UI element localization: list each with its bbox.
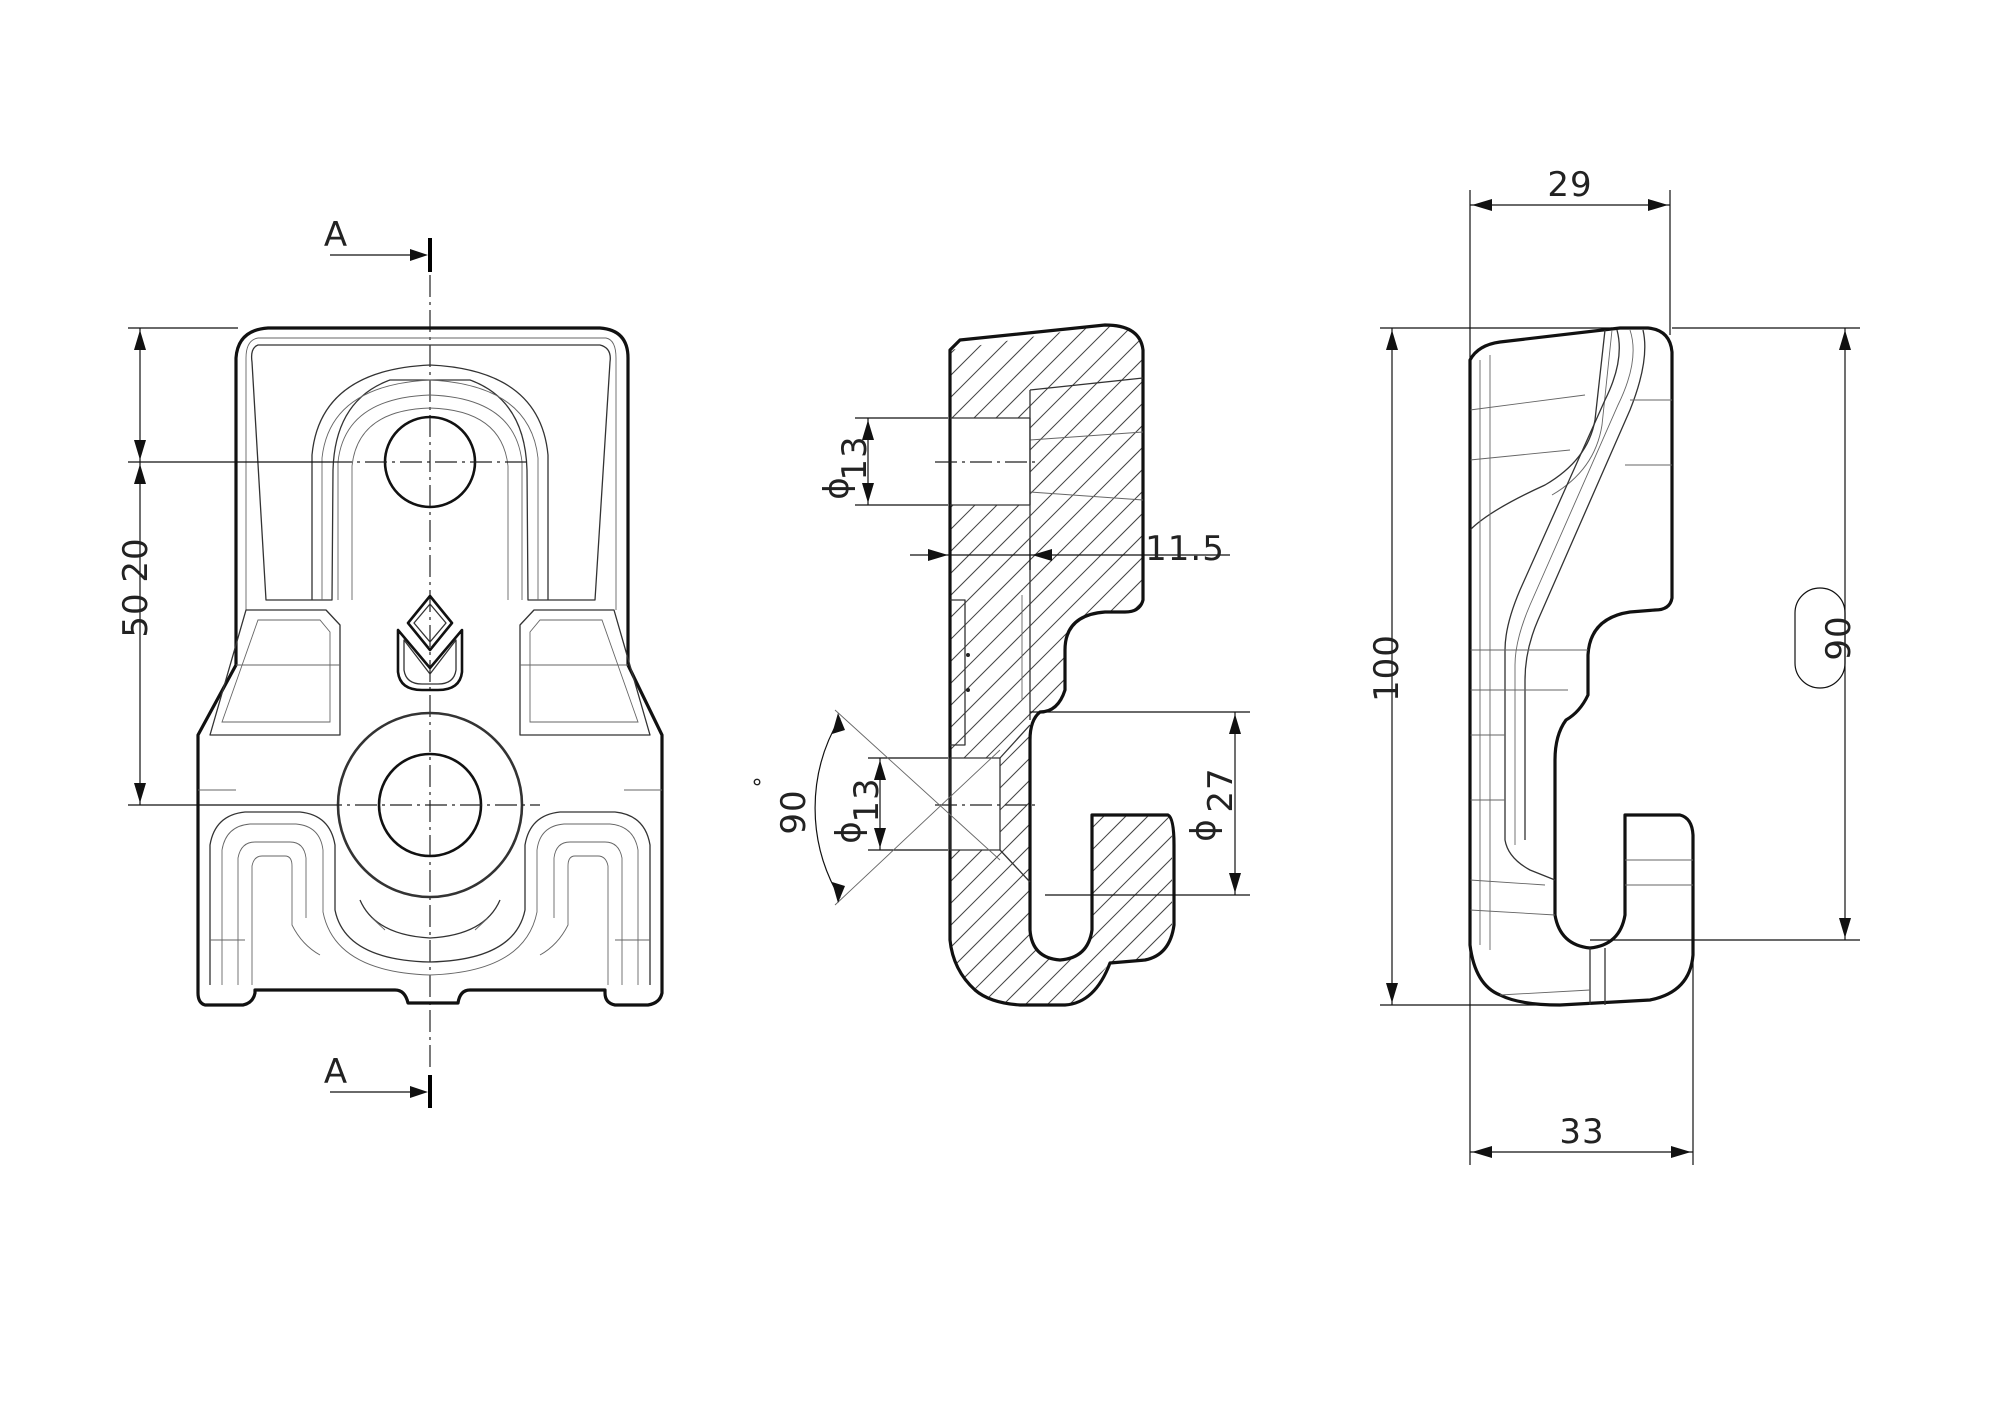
dim-section-angle-unit: ° <box>751 777 776 788</box>
front-lower-left-channel <box>209 811 651 985</box>
hatch-line <box>950 325 1172 1005</box>
section-hatching <box>950 310 2000 1010</box>
dim-section-hook-diameter: 27 <box>1201 767 1241 812</box>
hatch-line <box>1328 310 2000 1010</box>
side-outline <box>1468 326 1695 1007</box>
hatch-line <box>1151 325 1172 1005</box>
hatch-line <box>950 325 1172 1005</box>
hatch-line <box>1196 310 1896 1010</box>
hatch-line <box>950 325 1172 1005</box>
hatch-line <box>950 325 1172 1005</box>
hatch-line <box>950 325 1149 1005</box>
hatch-line <box>950 325 1172 1005</box>
hatch-line <box>1107 325 1172 1005</box>
hatch-line <box>1174 310 1874 1010</box>
hatch-line <box>950 325 1172 1005</box>
hatch-line <box>1306 310 2000 1010</box>
section-label-top: A <box>324 215 348 255</box>
front-upper-loop <box>311 364 549 600</box>
dim-front-upper: 50 <box>116 592 156 637</box>
hatch-line <box>950 325 1172 1005</box>
hatch-line <box>1218 310 1918 1010</box>
hatch-line <box>1019 325 1172 1005</box>
hatch-line <box>975 325 1172 1005</box>
hatch-line <box>950 325 1172 1005</box>
hatch-line <box>997 325 1172 1005</box>
front-body-outline <box>196 326 664 1007</box>
dim-side-width-bottom: 33 <box>1559 1112 1604 1152</box>
dim-side-height-hook-frame <box>1794 587 1846 689</box>
dim-section-lower-diameter: 13 <box>847 777 887 822</box>
hatch-line <box>950 325 951 1005</box>
hatch-line <box>950 325 1061 1005</box>
hatch-line <box>950 325 1171 1005</box>
hatch-line <box>950 325 1172 1005</box>
dim-side-height-total: 100 <box>1367 634 1407 702</box>
hatch-line <box>950 325 1127 1005</box>
dim-section-upper-diameter-symbol: ϕ <box>817 476 857 499</box>
hatch-line <box>1085 325 1172 1005</box>
hatch-line <box>950 325 1172 1005</box>
section-outline <box>948 323 1176 1007</box>
hatch-line <box>950 325 1172 1005</box>
section-label-bottom: A <box>324 1052 348 1092</box>
hatch-line <box>953 325 1172 1005</box>
hatch-line <box>950 325 1172 1005</box>
hatch-line <box>950 325 1172 1005</box>
hatch-line <box>950 325 1083 1005</box>
dim-side-width-top: 29 <box>1547 165 1592 205</box>
hatch-line <box>1063 325 1172 1005</box>
dim-section-angle: 90 <box>774 789 814 834</box>
dim-side-height-hook: 90 <box>1819 615 1859 660</box>
hatch-line <box>950 325 1172 1005</box>
hatch-line <box>950 325 1105 1005</box>
hatch-line <box>950 325 1172 1005</box>
section-view: 13 ϕ 11.5 13 ϕ 90 ° 27 ϕ <box>751 310 2000 1010</box>
hatch-line <box>1041 325 1172 1005</box>
dim-section-hook-diameter-symbol: ϕ <box>1184 818 1224 841</box>
front-view: A A 50 20 <box>116 215 664 1108</box>
dim-section-offset: 11.5 <box>1145 529 1225 569</box>
front-upper-plate <box>250 344 611 601</box>
side-view: 29 100 90 33 <box>1367 165 1860 1165</box>
dim-section-upper-diameter: 13 <box>835 435 875 480</box>
hatch-line <box>950 325 1017 1005</box>
dim-front-lower: 20 <box>116 537 156 582</box>
hatch-line <box>950 325 1172 1005</box>
logo-icon <box>396 594 464 692</box>
hatch-line <box>950 325 1039 1005</box>
hatch-line <box>950 325 1172 1005</box>
dim-section-lower-diameter-symbol: ϕ <box>829 820 869 843</box>
